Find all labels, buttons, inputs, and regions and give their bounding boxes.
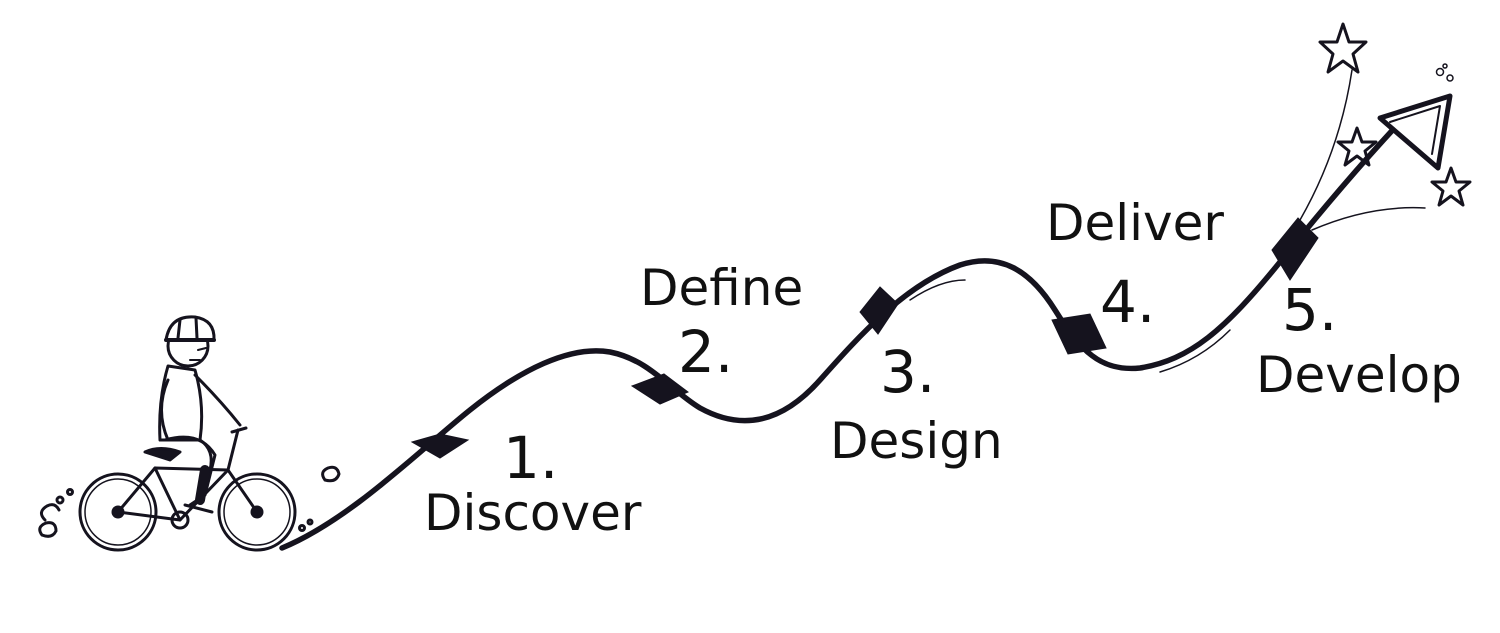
stage-number: 5. [1282,276,1337,344]
star-icon [1318,22,1368,74]
milestone-marker-1 [410,433,470,459]
stage-number: 2. [678,318,733,386]
cyclist-illustration [38,315,341,552]
stage-number: 1. [503,424,558,492]
sketch-line [909,279,966,301]
milestone-marker-5 [1271,217,1319,281]
stage-4: 4. Deliver [1046,194,1224,336]
stage-name: Deliver [1046,194,1224,252]
milestone-marker-4 [1051,313,1107,355]
star-icon [1336,126,1378,167]
stage-name: Define [640,259,803,317]
milestone-marker-2 [630,373,689,405]
stage-5: 5. Develop [1256,276,1462,404]
milestone-markers [410,217,1319,459]
star-icon [1430,166,1472,207]
stage-2: 2. Define [640,259,803,386]
motion-lines [1299,63,1454,231]
stage-1: 1. Discover [424,424,642,542]
milestone-marker-3 [859,286,899,335]
stage-name: Discover [424,484,642,542]
sketch-line [1159,329,1231,373]
stage-number: 3. [880,338,935,406]
stage-3: 3. Design [830,338,1003,470]
stage-number: 4. [1100,268,1155,336]
stage-name: Develop [1256,346,1462,404]
stage-name: Design [830,412,1003,470]
arrow-head-icon [1377,93,1453,171]
